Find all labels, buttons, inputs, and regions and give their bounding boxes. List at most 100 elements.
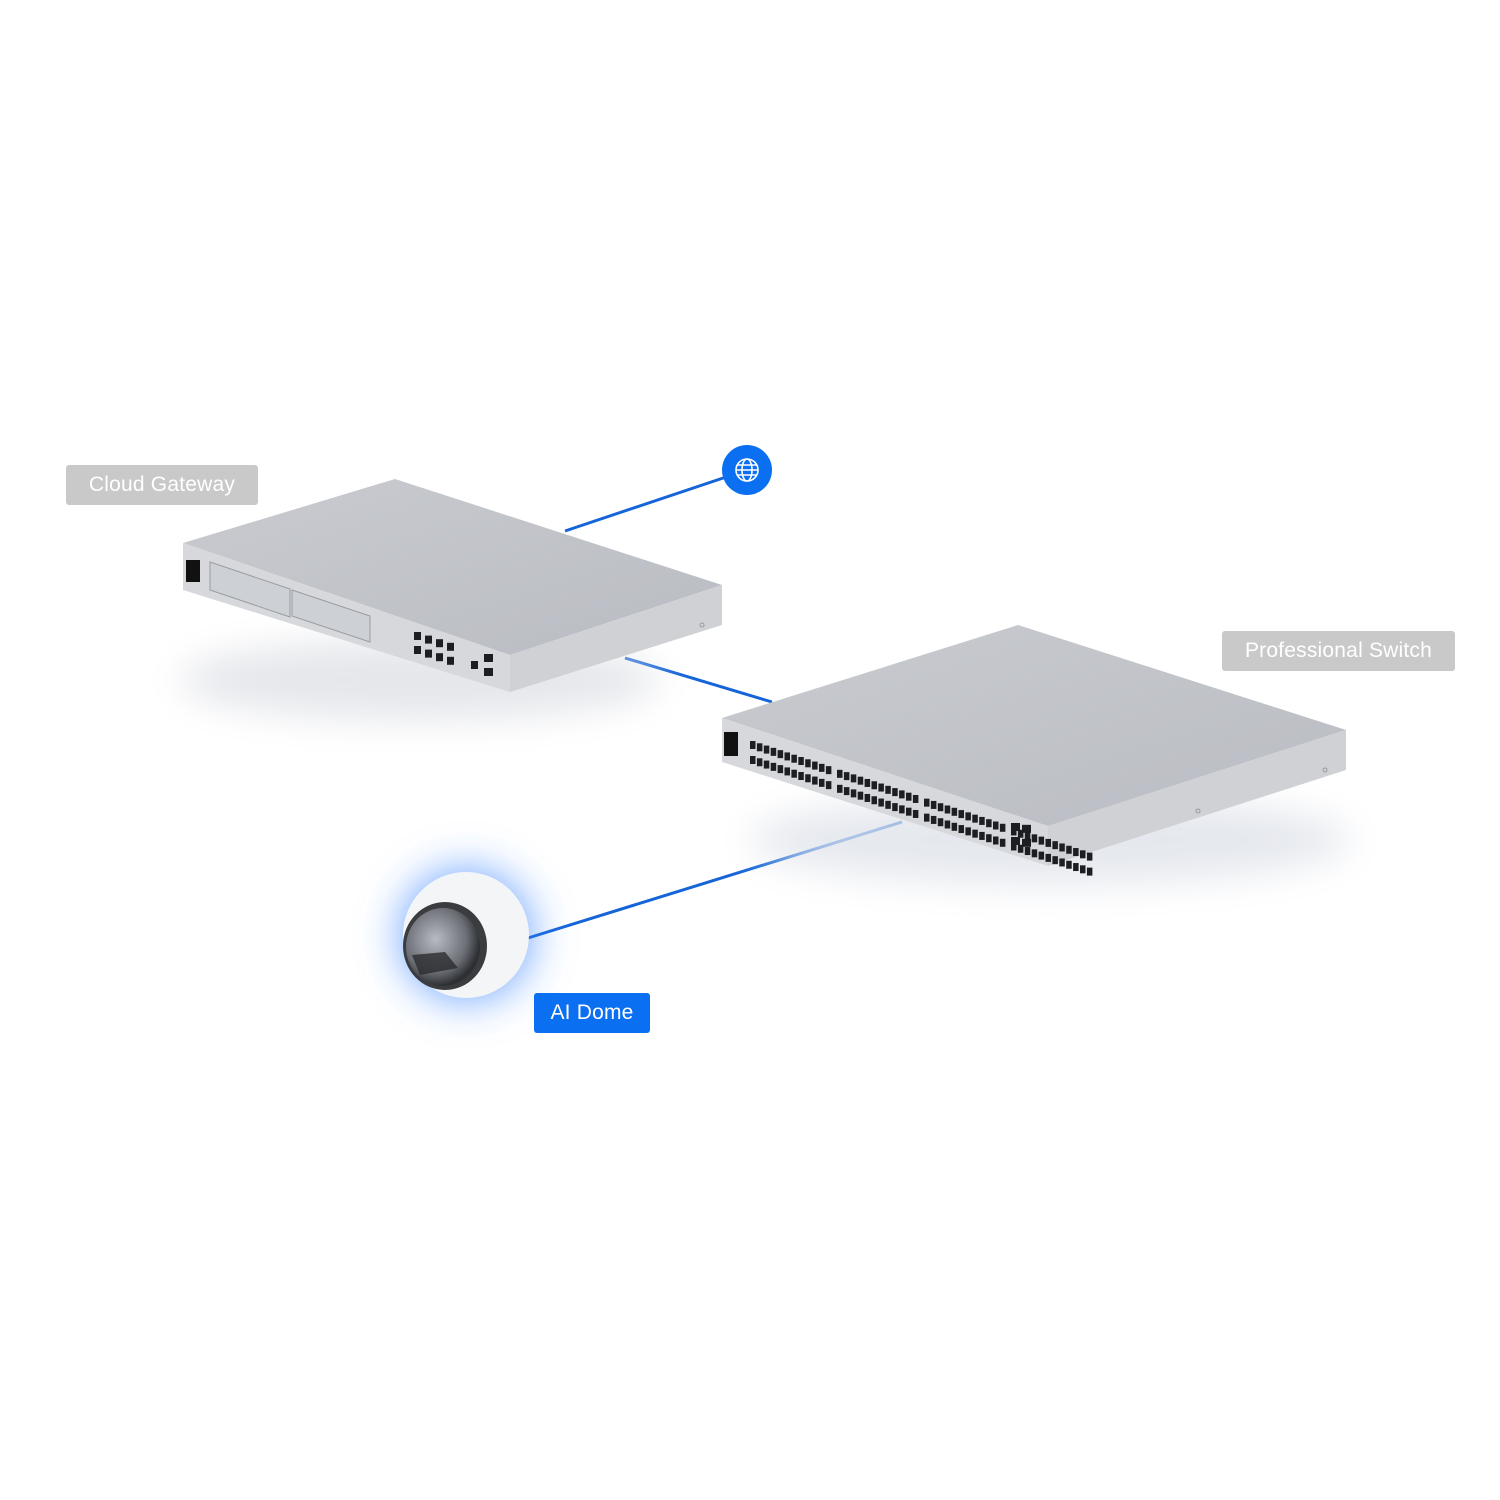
ethernet-port <box>436 653 443 662</box>
ethernet-port <box>1031 834 1038 843</box>
ethernet-port <box>972 829 978 838</box>
ethernet-port <box>979 831 985 840</box>
ethernet-port <box>1024 847 1031 856</box>
ethernet-port <box>1011 823 1020 831</box>
ethernet-port <box>1045 853 1051 862</box>
ethernet-port <box>756 758 763 767</box>
ethernet-port <box>871 781 877 790</box>
ethernet-port <box>892 803 898 812</box>
ethernet-port <box>763 745 770 754</box>
ethernet-port <box>965 827 971 836</box>
ethernet-port <box>906 807 912 816</box>
ethernet-port <box>1038 851 1045 860</box>
ethernet-port <box>1022 824 1031 833</box>
ethernet-port <box>805 774 811 783</box>
ethernet-port <box>924 798 930 807</box>
ethernet-port <box>750 741 756 749</box>
ethernet-port <box>937 803 944 812</box>
ethernet-port <box>871 796 877 805</box>
ethernet-port <box>784 767 790 776</box>
ethernet-port <box>1066 860 1072 869</box>
ethernet-port <box>825 766 832 775</box>
ethernet-port <box>414 632 421 640</box>
ethernet-port <box>892 788 898 797</box>
internet-globe-icon[interactable] <box>722 445 772 495</box>
ethernet-port <box>819 763 825 772</box>
ethernet-port <box>878 798 884 807</box>
ethernet-port <box>958 810 964 819</box>
device-label-cloud-gateway: Cloud Gateway <box>66 465 258 505</box>
ethernet-port <box>993 821 999 830</box>
ethernet-port <box>906 792 912 801</box>
ethernet-port <box>979 816 985 825</box>
ethernet-port <box>951 822 958 831</box>
ethernet-port <box>857 791 864 800</box>
ai-dome-camera[interactable] <box>384 853 548 1017</box>
ethernet-port <box>993 836 999 845</box>
cloud-gateway-device[interactable] <box>183 479 722 692</box>
power-port <box>724 732 738 756</box>
ethernet-port <box>944 820 951 829</box>
ethernet-port <box>912 794 919 803</box>
ethernet-port <box>1031 849 1038 858</box>
ethernet-port <box>912 809 919 818</box>
professional-switch-device[interactable] <box>722 625 1346 876</box>
ethernet-port <box>843 772 850 781</box>
ethernet-port <box>1052 856 1058 865</box>
ethernet-port <box>1022 838 1031 847</box>
ethernet-port <box>951 807 958 816</box>
ethernet-port <box>812 761 818 770</box>
ethernet-port <box>798 757 804 766</box>
ethernet-port <box>484 654 493 662</box>
gateway-ports <box>414 632 493 676</box>
ethernet-port <box>885 785 891 794</box>
ethernet-port <box>899 790 905 799</box>
ethernet-port <box>425 649 432 658</box>
ethernet-port <box>756 743 763 752</box>
ethernet-port <box>999 823 1006 832</box>
ethernet-port <box>1073 863 1079 872</box>
ethernet-port <box>850 789 857 798</box>
ethernet-port <box>770 747 777 756</box>
ethernet-port <box>1038 836 1045 845</box>
ethernet-port <box>965 812 971 821</box>
ethernet-port <box>837 769 843 778</box>
switch-ports <box>750 741 1093 876</box>
ethernet-port <box>1024 832 1031 841</box>
ethernet-port <box>812 776 818 785</box>
ethernet-port <box>837 784 843 793</box>
ethernet-port <box>1045 838 1051 847</box>
ethernet-port <box>1086 852 1093 861</box>
ethernet-port <box>763 760 770 769</box>
ethernet-port <box>878 783 884 792</box>
ethernet-port <box>414 646 421 654</box>
ethernet-port <box>986 834 992 843</box>
ethernet-port <box>864 793 871 802</box>
ethernet-port <box>899 805 905 814</box>
ethernet-port <box>885 800 891 809</box>
ethernet-port <box>1059 843 1065 852</box>
ethernet-port <box>1080 865 1086 874</box>
ethernet-port <box>777 765 784 774</box>
ethernet-port <box>1011 842 1017 851</box>
ethernet-port <box>436 639 443 648</box>
ethernet-port <box>972 814 978 823</box>
ethernet-port <box>924 813 930 822</box>
ethernet-port <box>1017 829 1024 838</box>
ethernet-port <box>825 781 832 790</box>
ethernet-port <box>784 752 790 761</box>
ethernet-port <box>1011 837 1020 845</box>
ethernet-port <box>471 661 478 669</box>
ethernet-port <box>798 772 804 781</box>
ethernet-port <box>791 769 797 778</box>
ethernet-port <box>930 800 937 809</box>
ethernet-port <box>750 756 756 764</box>
ethernet-port <box>1052 841 1058 850</box>
ethernet-port <box>986 819 992 828</box>
ethernet-port <box>791 754 797 763</box>
ethernet-port <box>770 762 777 771</box>
ethernet-port <box>447 656 454 665</box>
ethernet-port <box>484 668 493 676</box>
ethernet-port <box>857 776 864 785</box>
